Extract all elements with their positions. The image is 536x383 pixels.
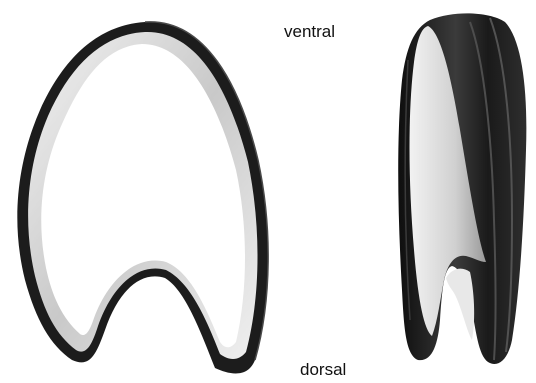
right-shell-dorsal-notch (446, 269, 474, 340)
left-shell-ring (17, 22, 268, 374)
right-shell-ring (398, 13, 526, 364)
ventral-label: ventral (284, 22, 335, 42)
dorsal-label: dorsal (300, 360, 346, 380)
